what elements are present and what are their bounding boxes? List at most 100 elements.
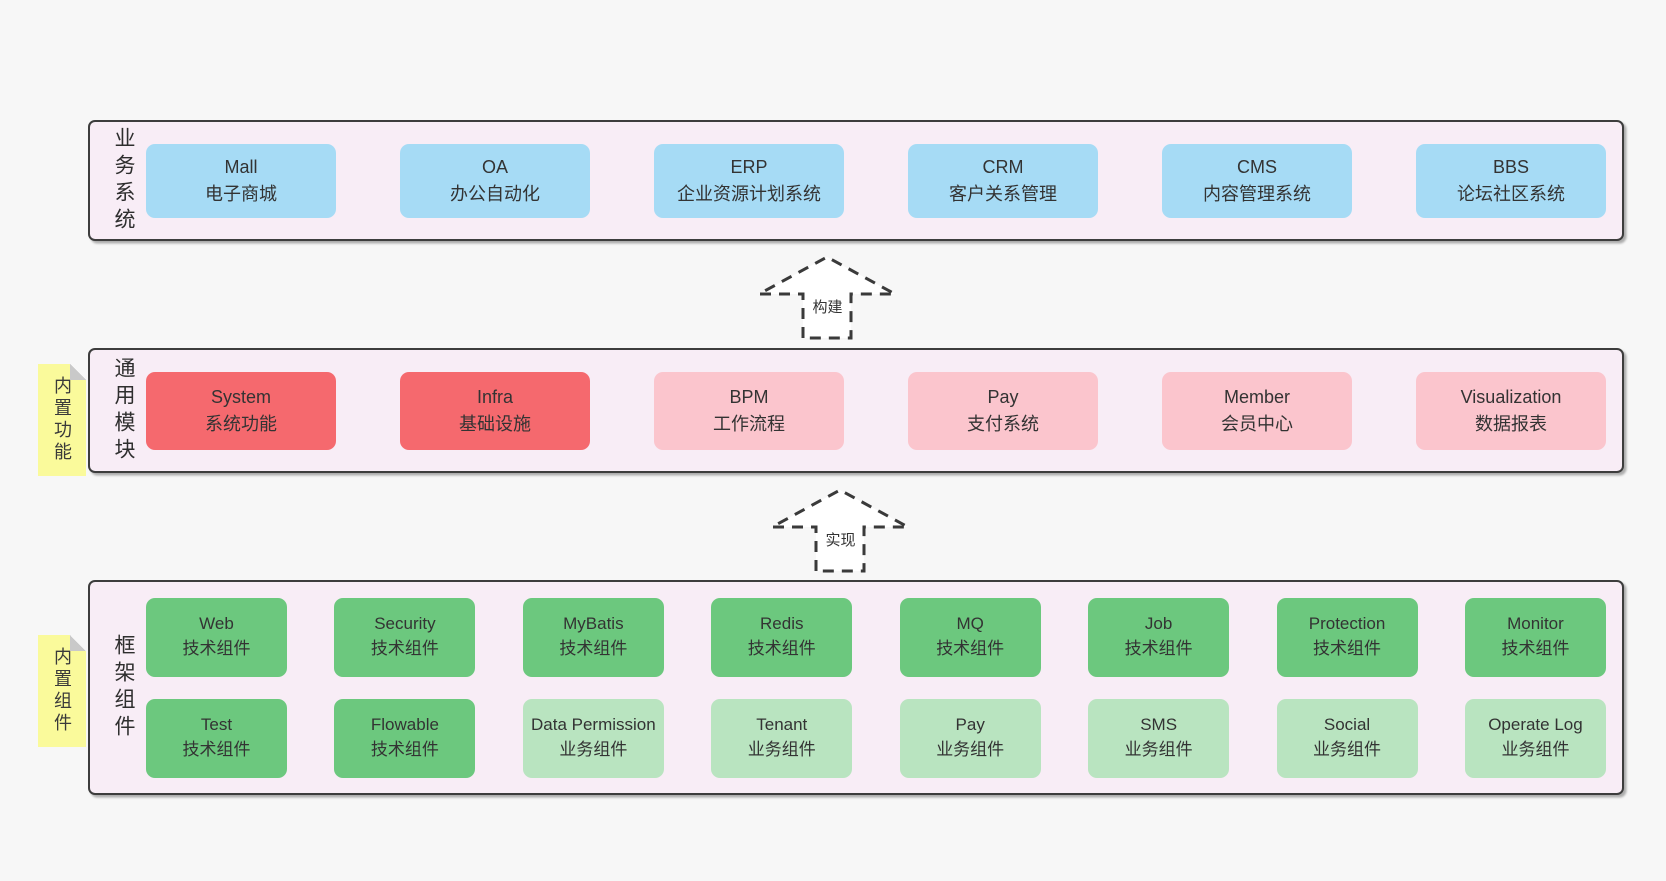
sticky-note-label: 内置功能 [52,376,72,464]
box-title: Web [199,614,234,634]
box-title: ERP [730,156,768,177]
box-title: OA [481,156,508,177]
box-redis: Redis 技术组件 [711,597,853,677]
box-subtitle: 业务组件 [1124,740,1193,759]
box-subtitle: 技术组件 [747,639,816,658]
box-pay-business: Pay 业务组件 [899,698,1041,778]
arrow-label: 构建 [810,296,845,317]
box-bpm: BPM 工作流程 [654,371,844,450]
layer-label: 框架组件 [112,633,135,742]
box-subtitle: 论坛社区系统 [1457,183,1565,204]
folded-corner [70,364,86,380]
sticky-note-built-in-functions: 内置功能 [38,364,86,476]
box-title: Test [200,715,233,735]
box-title: Job [1144,614,1173,634]
arrow-implement: 实现 [768,487,913,573]
box-subtitle: 技术组件 [936,639,1005,658]
box-title: Pay [987,386,1019,407]
framework-row-1: Web 技术组件 Security 技术组件 MyBatis 技术组件 Redi… [146,597,1606,677]
box-visualization: Visualization 数据报表 [1416,371,1606,450]
box-bbs: BBS 论坛社区系统 [1416,143,1606,218]
box-subtitle: 技术组件 [559,639,628,658]
box-cms: CMS 内容管理系统 [1162,143,1352,218]
box-title: Pay [955,715,985,735]
box-subtitle: 支付系统 [967,413,1039,434]
box-title: Visualization [1460,386,1562,407]
box-title: MQ [956,614,984,634]
box-infra: Infra 基础设施 [400,371,590,450]
layer-label: 业务系统 [112,126,135,235]
box-mybatis: MyBatis 技术组件 [522,597,664,677]
box-subtitle: 会员中心 [1221,413,1293,434]
box-security: Security 技术组件 [334,597,476,677]
box-subtitle: 电子商城 [205,183,277,204]
box-title: Member [1223,386,1290,407]
box-subtitle: 业务组件 [559,740,628,759]
box-title: Infra [476,386,514,407]
framework-row-2: Test 技术组件 Flowable 技术组件 Data Permission … [146,698,1606,778]
box-subtitle: 系统功能 [205,413,277,434]
box-social: Social 业务组件 [1276,698,1418,778]
box-title: BBS [1492,156,1530,177]
box-mq: MQ 技术组件 [899,597,1041,677]
box-protection: Protection 技术组件 [1276,597,1418,677]
box-data-permission: Data Permission 业务组件 [522,698,664,778]
business-box-row: Mall 电子商城 OA 办公自动化 ERP 企业资源计划系统 CRM 客户关系… [146,143,1606,218]
box-system: System 系统功能 [146,371,336,450]
box-crm: CRM 客户关系管理 [908,143,1098,218]
box-subtitle: 技术组件 [182,639,251,658]
box-sms: SMS 业务组件 [1088,698,1230,778]
box-tenant: Tenant 业务组件 [711,698,853,778]
box-subtitle: 业务组件 [936,740,1005,759]
box-title: CMS [1237,156,1277,177]
box-title: Tenant [756,715,808,735]
box-member: Member 会员中心 [1162,371,1352,450]
box-monitor: Monitor 技术组件 [1464,597,1606,677]
sticky-note-built-in-components: 内置组件 [38,635,86,747]
layer-label: 通用模块 [112,356,135,465]
arrow-build: 构建 [755,254,900,340]
box-title: Mall [224,156,258,177]
box-title: Flowable [370,715,439,735]
sticky-note-label: 内置组件 [52,647,72,735]
box-mall: Mall 电子商城 [146,143,336,218]
framework-box-rows: Web 技术组件 Security 技术组件 MyBatis 技术组件 Redi… [146,597,1606,778]
box-job: Job 技术组件 [1088,597,1230,677]
box-title: SMS [1140,715,1178,735]
box-title: System [210,386,271,407]
box-subtitle: 技术组件 [182,740,251,759]
box-title: BPM [729,386,769,407]
box-title: Social [1323,715,1371,735]
box-subtitle: 技术组件 [1124,639,1193,658]
box-subtitle: 数据报表 [1475,413,1547,434]
box-subtitle: 办公自动化 [450,183,540,204]
box-subtitle: 企业资源计划系统 [677,183,821,204]
box-subtitle: 技术组件 [1313,639,1382,658]
box-subtitle: 基础设施 [459,413,531,434]
box-title: CRM [982,156,1024,177]
box-title: Operate Log [1488,715,1583,735]
box-pay: Pay 支付系统 [908,371,1098,450]
box-title: Protection [1308,614,1386,634]
box-subtitle: 客户关系管理 [949,183,1057,204]
box-subtitle: 业务组件 [747,740,816,759]
arrow-label: 实现 [823,529,858,550]
box-title: Data Permission [530,715,656,735]
layer-business-systems: 业务系统 Mall 电子商城 OA 办公自动化 ERP 企业资源计划系统 CRM… [88,120,1624,241]
box-subtitle: 技术组件 [1501,639,1570,658]
box-test: Test 技术组件 [146,698,287,778]
box-subtitle: 业务组件 [1501,740,1570,759]
box-title: Monitor [1507,614,1564,634]
box-subtitle: 技术组件 [370,740,439,759]
box-title: Redis [760,614,804,634]
box-flowable: Flowable 技术组件 [334,698,476,778]
box-oa: OA 办公自动化 [400,143,590,218]
layer-common-modules: 通用模块 System 系统功能 Infra 基础设施 BPM 工作流程 Pay… [88,348,1624,473]
folded-corner [70,635,86,651]
box-subtitle: 技术组件 [370,639,439,658]
layer-framework-components: 框架组件 Web 技术组件 Security 技术组件 MyBatis 技术组件… [88,580,1624,795]
box-subtitle: 工作流程 [713,413,785,434]
box-operate-log: Operate Log 业务组件 [1464,698,1606,778]
box-subtitle: 内容管理系统 [1203,183,1311,204]
